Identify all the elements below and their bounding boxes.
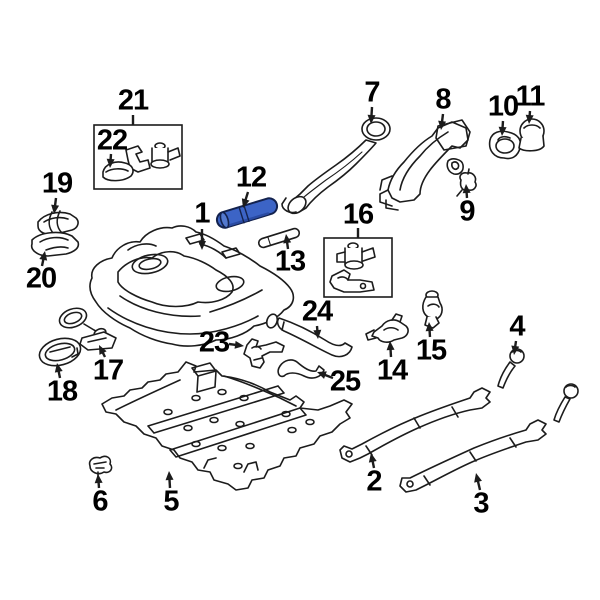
part-label-23[interactable]: 23 <box>198 326 230 359</box>
part-label-20[interactable]: 20 <box>25 262 57 295</box>
callout-arrowhead-10 <box>498 126 507 136</box>
part-label-19[interactable]: 19 <box>41 167 73 200</box>
callout-arrowhead-20 <box>39 251 48 261</box>
callout-arrowhead-5 <box>165 471 174 481</box>
part-label-17[interactable]: 17 <box>92 354 124 387</box>
part-4-hook-bolt-drawing <box>497 348 579 423</box>
callout-arrowhead-1 <box>198 241 206 250</box>
callout-arrow-12 <box>244 191 250 201</box>
callout-arrow-3 <box>476 480 482 491</box>
callout-arrowhead-3 <box>474 473 482 483</box>
sub-assembly-box-21 <box>93 124 183 190</box>
part-label-22[interactable]: 22 <box>96 124 128 157</box>
part-label-8[interactable]: 8 <box>435 83 451 116</box>
callout-arrow-25 <box>324 373 334 380</box>
part-7-filler-neck-drawing <box>281 117 391 215</box>
part-label-6[interactable]: 6 <box>92 485 108 518</box>
part-16-sub-assembly-drawing <box>329 242 376 293</box>
callout-arrow-18 <box>57 370 62 379</box>
callout-arrow-19 <box>53 197 58 207</box>
callout-arrowhead-2 <box>368 453 377 463</box>
part-label-25[interactable]: 25 <box>329 365 361 398</box>
part-label-1[interactable]: 1 <box>194 197 210 230</box>
callout-arrowhead-18 <box>54 363 63 373</box>
callout-arrow-8 <box>440 113 445 123</box>
callout-arrowhead-9 <box>462 184 471 194</box>
part-14-valve-drawing <box>365 313 409 343</box>
part-21-sub-assembly-drawing <box>102 142 181 182</box>
part-label-16[interactable]: 16 <box>342 198 374 231</box>
part-17-sending-unit-drawing <box>58 307 117 351</box>
part-label-14[interactable]: 14 <box>376 354 408 387</box>
part-label-4[interactable]: 4 <box>509 310 525 343</box>
callout-arrowhead-25 <box>317 371 327 379</box>
sub-assembly-box-16 <box>323 237 393 298</box>
callout-arrowhead-22 <box>106 158 115 168</box>
part-15-valve-drawing <box>422 290 443 329</box>
callout-arrowhead-4 <box>511 345 520 355</box>
part-label-2[interactable]: 2 <box>366 465 382 498</box>
part-label-10[interactable]: 10 <box>487 90 519 123</box>
part-18-lock-cap-drawing <box>38 337 82 367</box>
part-2-tank-strap-drawing <box>339 387 491 463</box>
part-11-cap-drawing <box>518 118 545 152</box>
part-label-11[interactable]: 11 <box>515 80 546 113</box>
part-13-tube-drawing <box>257 227 301 249</box>
part-20-bracket-drawing <box>30 231 80 257</box>
callout-arrow-20 <box>40 258 45 267</box>
callout-arrow-23 <box>228 342 237 347</box>
part-label-24[interactable]: 24 <box>301 295 333 328</box>
callout-arrowhead-17 <box>99 345 107 355</box>
part-23-bracket-drawing <box>243 338 285 369</box>
callout-arrow-13 <box>285 241 290 250</box>
callout-arrow-14 <box>389 348 393 358</box>
callout-arrowhead-19 <box>51 204 60 214</box>
callout-arrowhead-13 <box>283 234 292 244</box>
callout-arrowhead-7 <box>367 114 376 124</box>
part-9-valve-drawing <box>446 158 477 197</box>
callout-arrowhead-14 <box>386 341 395 351</box>
part-12-highlighted-tube-drawing <box>215 197 279 229</box>
part-label-13[interactable]: 13 <box>274 245 306 278</box>
part-label-7[interactable]: 7 <box>364 76 380 109</box>
part-5-skid-plate-drawing <box>101 361 353 491</box>
part-label-12[interactable]: 12 <box>235 161 267 194</box>
part-25-hose-drawing <box>277 359 325 379</box>
part-label-3[interactable]: 3 <box>473 487 489 520</box>
callout-arrow-4 <box>513 340 518 348</box>
callout-arrowhead-11 <box>525 114 534 124</box>
part-label-15[interactable]: 15 <box>415 334 447 367</box>
callout-arrowhead-24 <box>313 329 322 339</box>
callout-arrowhead-6 <box>94 474 103 484</box>
part-label-18[interactable]: 18 <box>46 375 78 408</box>
callout-arrowhead-12 <box>241 198 250 208</box>
callout-arrowhead-23 <box>234 340 244 349</box>
callout-arrow-2 <box>371 460 376 469</box>
part-8-filler-neck-shield-drawing <box>379 119 471 211</box>
callout-arrow-5 <box>168 478 172 489</box>
part-3-tank-strap-drawing <box>399 419 547 493</box>
part-24-hose-drawing <box>265 313 353 358</box>
callout-arrowhead-8 <box>438 120 447 130</box>
part-label-9[interactable]: 9 <box>459 195 475 228</box>
part-label-21[interactable]: 21 <box>117 84 149 117</box>
part-label-5[interactable]: 5 <box>163 485 179 518</box>
callout-arrowhead-15 <box>425 322 434 332</box>
callout-arrow-7 <box>370 106 374 117</box>
